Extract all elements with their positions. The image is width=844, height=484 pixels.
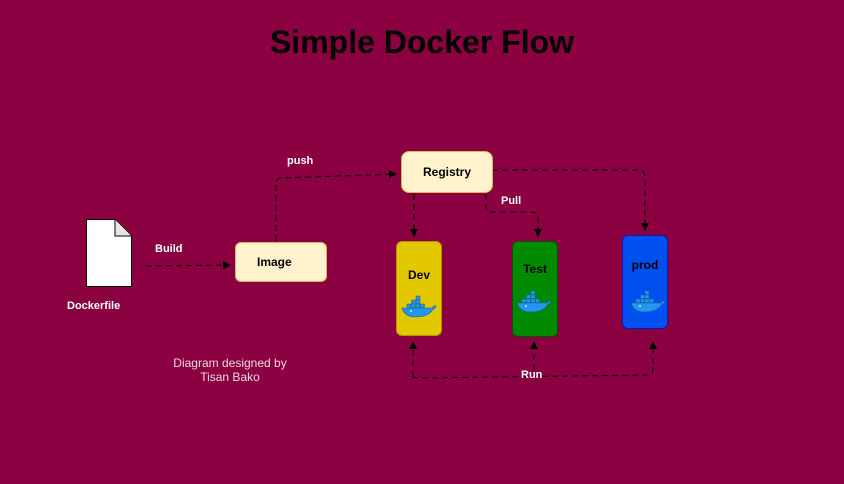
registry-label: Registry: [422, 165, 472, 179]
docker-whale-icon: [630, 290, 666, 313]
docker-whale-icon: [516, 290, 552, 313]
image-node: Image: [235, 242, 327, 282]
pull-label: Pull: [501, 195, 522, 207]
edge-build: [145, 261, 231, 270]
image-label: Image: [257, 255, 292, 269]
credit-line-2: Tisan Bako: [200, 370, 260, 384]
edge-run: [412, 341, 657, 379]
prod-node: prod: [622, 235, 668, 329]
edge-push: [275, 170, 397, 241]
dev-label: Dev: [407, 268, 430, 282]
page-title: Simple Docker Flow: [269, 24, 575, 60]
docker-whale-icon: [401, 295, 437, 318]
edge-pull: [485, 194, 542, 237]
push-label: push: [287, 155, 314, 167]
registry-node: Registry: [401, 151, 493, 193]
run-label: Run: [521, 369, 543, 381]
build-label: Build: [155, 243, 183, 255]
edge-registry-prod: [492, 169, 649, 231]
test-node: Test: [512, 241, 558, 337]
test-label: Test: [523, 262, 547, 276]
dockerfile-label: Dockerfile: [67, 300, 121, 312]
credit-line-1: Diagram designed by: [173, 356, 287, 370]
prod-label: prod: [631, 258, 659, 272]
document-icon: [86, 219, 132, 287]
dev-node: Dev: [396, 241, 442, 336]
credit-text: Diagram designed by Tisan Bako: [150, 356, 310, 384]
